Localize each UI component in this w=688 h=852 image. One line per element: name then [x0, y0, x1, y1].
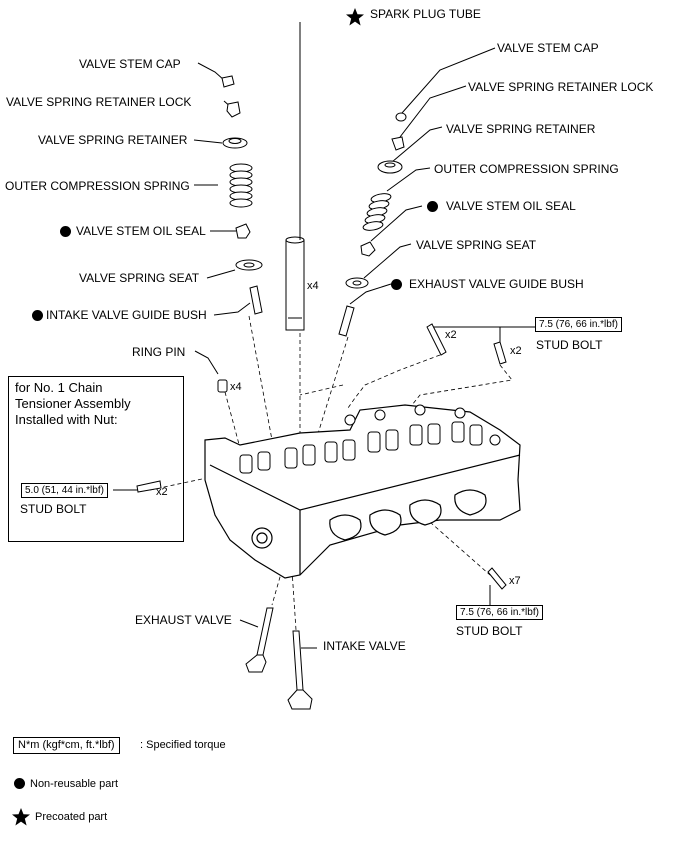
label-spring-seat-left: VALVE SPRING SEAT: [79, 271, 200, 285]
qty-stud-bottom: x7: [509, 575, 521, 587]
leader-spring-retainer-right: [391, 126, 443, 163]
filled-circle-icon: [60, 226, 71, 237]
label-valve-stem-cap-left: VALVE STEM CAP: [79, 57, 181, 71]
qty-ring-pin: x4: [230, 381, 242, 393]
valve-stem-cap-right-part: [395, 112, 407, 122]
oil-seal-right-part: [360, 241, 376, 257]
retainer-lock-right-part: [391, 136, 405, 151]
filled-circle-icon: [427, 201, 438, 212]
leader-valve-stem-cap-left: [197, 62, 225, 81]
chain-tensioner-note-box: for No. 1 Chain Tensioner Assembly Insta…: [8, 376, 184, 542]
filled-circle-icon: [14, 778, 25, 789]
label-exhaust-guide-bush: EXHAUST VALVE GUIDE BUSH: [409, 277, 584, 291]
stud-bolt-bottom-part: [487, 567, 507, 590]
exhaust-guide-bush-part: [338, 305, 355, 337]
leader-spring-retainer-left: [193, 139, 223, 144]
legend-non-reusable: Non-reusable part: [30, 778, 119, 790]
legend-precoated: Precoated part: [35, 811, 108, 823]
label-intake-guide-bush: INTAKE VALVE GUIDE BUSH: [46, 308, 207, 322]
spark-plug-tube-part: [285, 22, 305, 331]
label-retainer-lock-left: VALVE SPRING RETAINER LOCK: [6, 95, 192, 109]
qty-stud-top-b: x2: [510, 345, 522, 357]
ring-pin-part: [217, 379, 228, 393]
label-stud-bolt-bottom: STUD BOLT: [456, 624, 523, 638]
oil-seal-left-part: [235, 223, 251, 239]
leader-valve-stem-cap-right: [401, 47, 496, 114]
exhaust-valve-part: [245, 607, 274, 673]
leader-outer-spring-right: [386, 167, 431, 192]
stud-bolt-top-b-part: [493, 341, 507, 365]
leader-stud-top: [432, 326, 535, 344]
label-stud-bolt-left: STUD BOLT: [20, 502, 87, 516]
label-spark-plug-tube: SPARK PLUG TUBE: [370, 7, 481, 21]
cylinder-head-part: [204, 404, 521, 579]
legend-torque-desc: : Specified torque: [140, 739, 226, 751]
chain-tensioner-note: for No. 1 Chain Tensioner Assembly Insta…: [15, 380, 131, 427]
label-stud-bolt-top: STUD BOLT: [536, 338, 603, 352]
leader-retainer-lock-right: [399, 85, 467, 138]
filled-circle-icon: [391, 279, 402, 290]
outer-spring-left-part: [229, 163, 253, 208]
label-outer-spring-left: OUTER COMPRESSION SPRING: [5, 179, 190, 193]
star-icon: [12, 808, 30, 826]
valve-stem-cap-left-part: [221, 75, 235, 88]
label-spring-retainer-right: VALVE SPRING RETAINER: [446, 122, 596, 136]
leader-oil-seal-right: [370, 205, 423, 242]
label-outer-spring-right: OUTER COMPRESSION SPRING: [434, 162, 619, 176]
star-icon: [346, 8, 364, 26]
intake-valve-part: [287, 630, 313, 710]
label-valve-stem-cap-right: VALVE STEM CAP: [497, 41, 599, 55]
legend-torque-box: N*m (kgf*cm, ft.*lbf): [13, 737, 120, 754]
label-oil-seal-right: VALVE STEM OIL SEAL: [446, 199, 576, 213]
leader-exhaust-valve: [239, 619, 259, 628]
label-retainer-lock-right: VALVE SPRING RETAINER LOCK: [468, 80, 654, 94]
label-spring-seat-right: VALVE SPRING SEAT: [416, 238, 537, 252]
retainer-lock-left-part: [226, 101, 241, 118]
qty-stud-top-a: x2: [445, 329, 457, 341]
leader-ring-pin: [194, 350, 219, 375]
label-intake-valve: INTAKE VALVE: [323, 639, 406, 653]
qty-spark-tube: x4: [307, 280, 319, 292]
leader-spring-seat-right: [363, 243, 412, 279]
outer-spring-right-part: [362, 193, 392, 231]
label-ring-pin: RING PIN: [132, 345, 186, 359]
qty-stud-left: x2: [156, 486, 168, 498]
intake-guide-bush-part: [249, 285, 263, 315]
leader-spring-seat-left: [206, 269, 236, 279]
stud-bolt-left-part: [136, 480, 162, 493]
torque-box-bottom: 7.5 (76, 66 in.*lbf): [456, 605, 543, 620]
torque-box-left: 5.0 (51, 44 in.*lbf): [21, 483, 108, 498]
torque-box-top: 7.5 (76, 66 in.*lbf): [535, 317, 622, 332]
label-exhaust-valve: EXHAUST VALVE: [135, 613, 232, 627]
label-oil-seal-left: VALVE STEM OIL SEAL: [76, 224, 206, 238]
leader-intake-bush: [213, 302, 251, 316]
leader-exhaust-bush: [349, 283, 392, 305]
label-spring-retainer-left: VALVE SPRING RETAINER: [38, 133, 188, 147]
stud-bolt-top-a-part: [426, 323, 447, 356]
filled-circle-icon: [32, 310, 43, 321]
